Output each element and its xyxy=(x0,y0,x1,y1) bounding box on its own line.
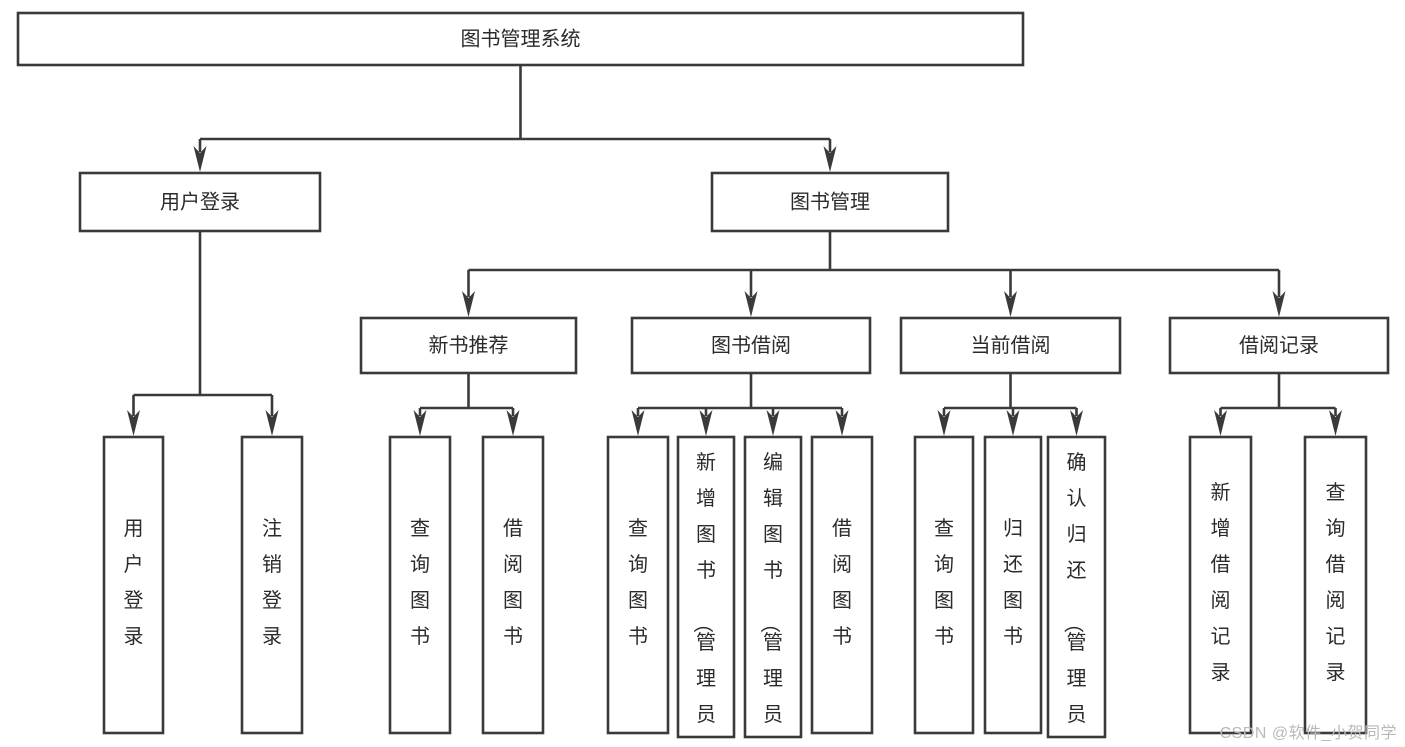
node-label-leaf-confirm-return: 确认归还（管理员） xyxy=(1062,451,1087,747)
node-root[interactable]: 图书管理系统 xyxy=(16,11,1025,67)
node-leaf-query-record[interactable]: 查询借阅记录 xyxy=(1303,435,1368,735)
edge-group-root xyxy=(193,65,837,172)
arrowhead-icon xyxy=(699,410,713,436)
node-box-leaf-borrow-book-1[interactable] xyxy=(481,435,545,735)
node-label-leaf-add-record: 新增借阅记录 xyxy=(1211,481,1231,684)
node-book-borrow[interactable]: 图书借阅 xyxy=(630,316,872,375)
arrowhead-icon xyxy=(1272,291,1286,317)
node-box-leaf-return-book[interactable] xyxy=(983,435,1043,735)
edge-group-current-borrow xyxy=(937,373,1083,436)
arrowhead-icon xyxy=(413,410,427,436)
node-label-root: 图书管理系统 xyxy=(461,27,581,50)
node-leaf-add-record[interactable]: 新增借阅记录 xyxy=(1188,435,1253,735)
edge-group-borrow-record xyxy=(1214,373,1342,436)
node-leaf-query-book-1[interactable]: 查询图书 xyxy=(388,435,452,735)
edge-layer xyxy=(127,65,1342,436)
arrowhead-icon xyxy=(631,410,645,436)
arrowhead-icon xyxy=(1070,410,1083,436)
arrowhead-icon xyxy=(744,291,758,317)
node-leaf-confirm-return[interactable]: 确认归还（管理员） xyxy=(1046,435,1107,747)
node-box-leaf-add-record[interactable] xyxy=(1188,435,1253,735)
node-label-leaf-add-book: 新增图书（管理员） xyxy=(691,451,716,747)
node-box-book-manage[interactable] xyxy=(710,171,950,233)
arrowhead-icon xyxy=(1004,291,1017,317)
node-box-current-borrow[interactable] xyxy=(899,316,1122,375)
node-box-root[interactable] xyxy=(16,11,1025,67)
arrowhead-icon xyxy=(462,291,475,317)
node-box-leaf-query-book-1[interactable] xyxy=(388,435,452,735)
node-label-leaf-user-login: 用户登录 xyxy=(124,518,144,648)
arrowhead-icon xyxy=(1006,410,1020,436)
node-label-leaf-logout: 注销登录 xyxy=(262,517,282,648)
node-box-borrow-record[interactable] xyxy=(1168,316,1390,375)
node-box-leaf-add-book[interactable] xyxy=(676,435,736,739)
node-label-book-manage: 图书管理 xyxy=(790,190,870,213)
node-label-book-borrow: 图书借阅 xyxy=(711,334,791,357)
node-label-leaf-query-book-2: 查询图书 xyxy=(628,517,648,648)
csdn-watermark: CSDN @软件_小贺同学 xyxy=(1219,725,1397,742)
node-label-leaf-return-book: 归还图书 xyxy=(1003,517,1023,648)
node-label-user-login: 用户登录 xyxy=(160,190,240,213)
node-leaf-borrow-book-1[interactable]: 借阅图书 xyxy=(481,435,545,735)
node-label-new-book-rec: 新书推荐 xyxy=(429,334,509,357)
node-leaf-edit-book[interactable]: 编辑图书（管理员） xyxy=(743,435,803,747)
node-borrow-record[interactable]: 借阅记录 xyxy=(1168,316,1390,375)
node-box-leaf-edit-book[interactable] xyxy=(743,435,803,739)
node-leaf-user-login[interactable]: 用户登录 xyxy=(102,435,165,735)
node-box-leaf-borrow-book-2[interactable] xyxy=(810,435,874,735)
node-box-leaf-confirm-return[interactable] xyxy=(1046,435,1107,739)
arrowhead-icon xyxy=(835,410,849,436)
node-current-borrow[interactable]: 当前借阅 xyxy=(899,316,1122,375)
node-label-leaf-query-record: 查询借阅记录 xyxy=(1326,481,1346,684)
node-leaf-borrow-book-2[interactable]: 借阅图书 xyxy=(810,435,874,735)
node-label-leaf-borrow-book-1: 借阅图书 xyxy=(503,517,523,648)
node-leaf-return-book[interactable]: 归还图书 xyxy=(983,435,1043,735)
node-label-leaf-query-book-1: 查询图书 xyxy=(410,517,430,648)
arrowhead-icon xyxy=(193,146,207,172)
arrowhead-icon xyxy=(766,410,780,436)
edge-group-book-borrow xyxy=(631,373,849,436)
node-new-book-rec[interactable]: 新书推荐 xyxy=(359,316,578,375)
node-box-user-login[interactable] xyxy=(78,171,322,233)
node-label-current-borrow: 当前借阅 xyxy=(971,334,1051,357)
node-box-leaf-query-book-3[interactable] xyxy=(913,435,975,735)
node-box-leaf-logout[interactable] xyxy=(240,435,304,735)
arrowhead-icon xyxy=(937,410,951,436)
node-box-leaf-query-record[interactable] xyxy=(1303,435,1368,735)
node-box-leaf-user-login[interactable] xyxy=(102,435,165,735)
arrowhead-icon xyxy=(1214,410,1227,436)
node-book-manage[interactable]: 图书管理 xyxy=(710,171,950,233)
node-box-book-borrow[interactable] xyxy=(630,316,872,375)
node-label-leaf-borrow-book-2: 借阅图书 xyxy=(832,517,852,648)
arrowhead-icon xyxy=(506,410,520,436)
node-user-login[interactable]: 用户登录 xyxy=(78,171,322,233)
arrowhead-icon xyxy=(823,146,837,172)
node-box-new-book-rec[interactable] xyxy=(359,316,578,375)
arrowhead-icon xyxy=(265,410,279,436)
node-box-leaf-query-book-2[interactable] xyxy=(606,435,670,735)
node-leaf-logout[interactable]: 注销登录 xyxy=(240,435,304,735)
arrowhead-icon xyxy=(127,410,140,436)
node-label-borrow-record: 借阅记录 xyxy=(1239,334,1319,357)
node-leaf-query-book-2[interactable]: 查询图书 xyxy=(606,435,670,735)
arrowhead-icon xyxy=(1329,410,1342,436)
node-leaf-query-book-3[interactable]: 查询图书 xyxy=(913,435,975,735)
node-label-leaf-edit-book: 编辑图书（管理员） xyxy=(758,451,783,747)
node-label-leaf-query-book-3: 查询图书 xyxy=(934,517,954,648)
edge-group-book-manage xyxy=(462,231,1286,317)
node-leaf-add-book[interactable]: 新增图书（管理员） xyxy=(676,435,736,747)
edge-group-new-book-rec xyxy=(413,373,520,436)
edge-group-user-login xyxy=(127,231,279,436)
